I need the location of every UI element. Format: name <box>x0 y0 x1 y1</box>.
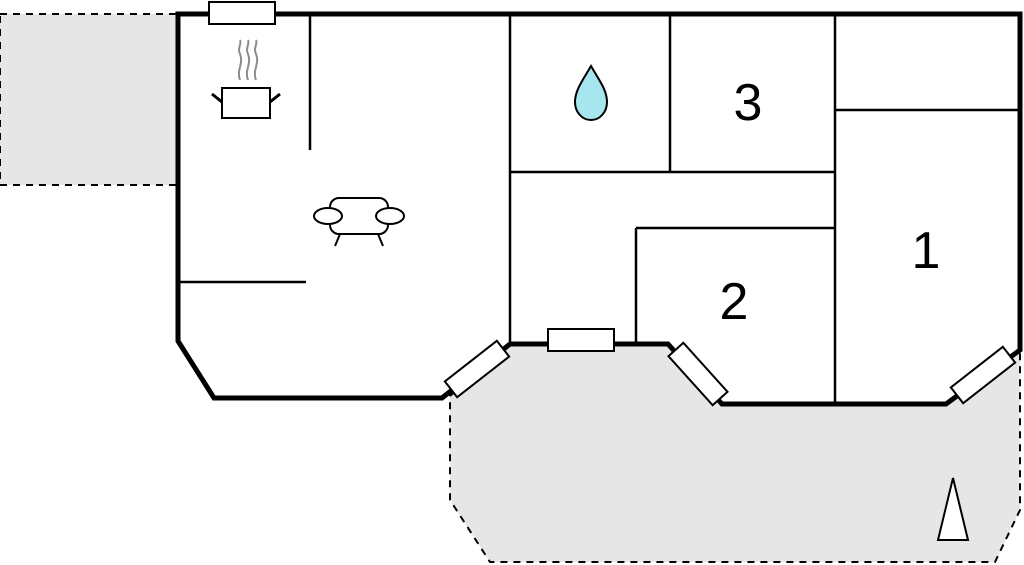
room-number-1: 1 <box>912 222 941 280</box>
sofa-icon <box>313 197 405 247</box>
room-number-3: 3 <box>734 74 763 132</box>
window-top <box>208 1 276 25</box>
water-drop-icon <box>573 63 609 122</box>
north-arrow-icon <box>936 477 970 541</box>
cooking-pot-icon <box>211 39 281 119</box>
exterior-wall <box>175 11 1023 407</box>
terrace-left <box>0 13 179 186</box>
window-bay-left <box>443 339 511 399</box>
window-bay-right <box>949 345 1017 405</box>
room-number-2: 2 <box>720 273 749 331</box>
window-bottom-middle <box>547 328 615 352</box>
windows <box>208 1 1017 407</box>
window-bay-middle <box>667 341 729 407</box>
interior-walls <box>178 14 1020 404</box>
